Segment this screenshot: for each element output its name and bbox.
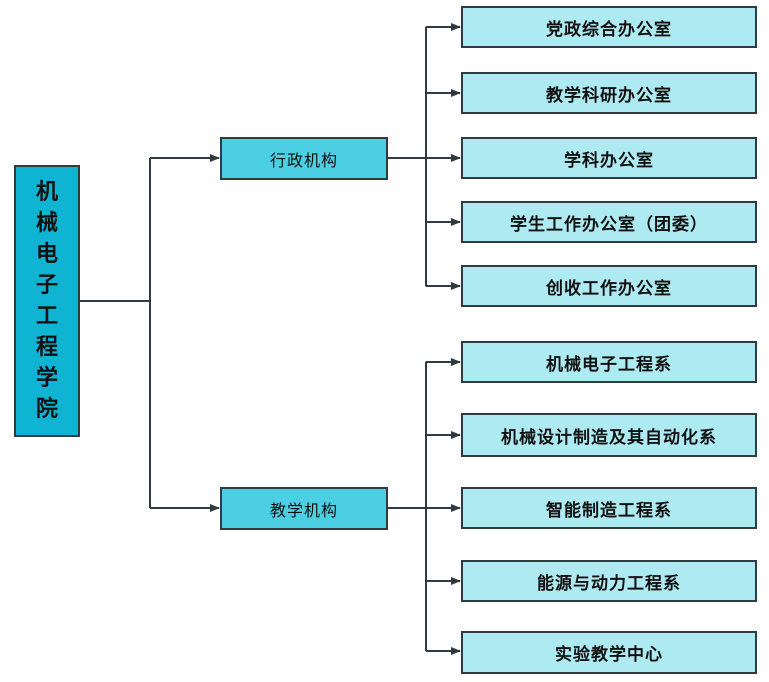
leaf-node-label: 智能制造工程系	[546, 500, 672, 521]
leaf-node: 机械设计制造及其自动化系	[461, 413, 757, 457]
leaf-node-label: 能源与动力工程系	[537, 573, 681, 594]
leaf-node-label: 党政综合办公室	[546, 19, 672, 40]
branch-node-teaching: 教学机构	[220, 487, 388, 530]
branch-node-label: 教学机构	[269, 500, 338, 520]
leaf-node-label: 教学科研办公室	[546, 85, 672, 106]
leaf-node-label: 创收工作办公室	[546, 278, 672, 299]
leaf-node-label: 机械电子工程系	[546, 354, 672, 375]
branch-node-label: 行政机构	[269, 150, 338, 170]
leaf-node-label: 实验教学中心	[555, 645, 663, 665]
leaf-node: 能源与动力工程系	[461, 560, 757, 602]
leaf-node: 创收工作办公室	[461, 265, 757, 307]
leaf-node: 学科办公室	[461, 137, 757, 179]
leaf-node-label: 学生工作办公室（团委）	[510, 214, 708, 235]
root-node: 机械电子工程学院	[14, 165, 80, 437]
root-node-label: 机械电子工程学院	[36, 180, 59, 422]
leaf-node: 机械电子工程系	[461, 341, 757, 383]
leaf-node: 党政综合办公室	[461, 6, 757, 48]
leaf-node: 实验教学中心	[461, 631, 757, 674]
leaf-node-label: 机械设计制造及其自动化系	[501, 427, 717, 448]
leaf-node: 学生工作办公室（团委）	[461, 201, 757, 243]
leaf-node: 智能制造工程系	[461, 487, 757, 529]
leaf-node: 教学科研办公室	[461, 72, 757, 114]
leaf-node-label: 学科办公室	[564, 150, 654, 171]
branch-node-administrative: 行政机构	[220, 137, 388, 180]
